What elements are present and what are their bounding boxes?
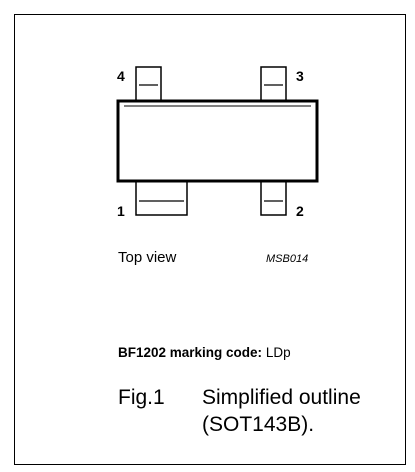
view-label: Top view bbox=[118, 249, 177, 266]
pin-4-lead bbox=[135, 66, 162, 102]
pin-2-label: 2 bbox=[296, 203, 304, 219]
package-body bbox=[116, 99, 319, 183]
marking-code-value: LDp bbox=[265, 345, 291, 360]
figure-frame bbox=[14, 14, 406, 465]
pin-4-label: 4 bbox=[117, 68, 125, 84]
figure-number: Fig.1 bbox=[118, 386, 165, 409]
pin-1-label: 1 bbox=[117, 203, 125, 219]
figure-title-line-2: (SOT143B). bbox=[202, 413, 315, 436]
marking-code-label: BF1202 marking code: bbox=[118, 345, 263, 360]
pin-3-label: 3 bbox=[296, 68, 304, 84]
pin-2-lead bbox=[260, 180, 287, 216]
drawing-code: MSB014 bbox=[266, 253, 308, 265]
pin-1-lead bbox=[135, 180, 188, 216]
figure-title-line-1: Simplified outline bbox=[202, 386, 361, 409]
marking-code-line: BF1202 marking code: LDp bbox=[118, 345, 291, 360]
pin-3-lead bbox=[260, 66, 287, 102]
